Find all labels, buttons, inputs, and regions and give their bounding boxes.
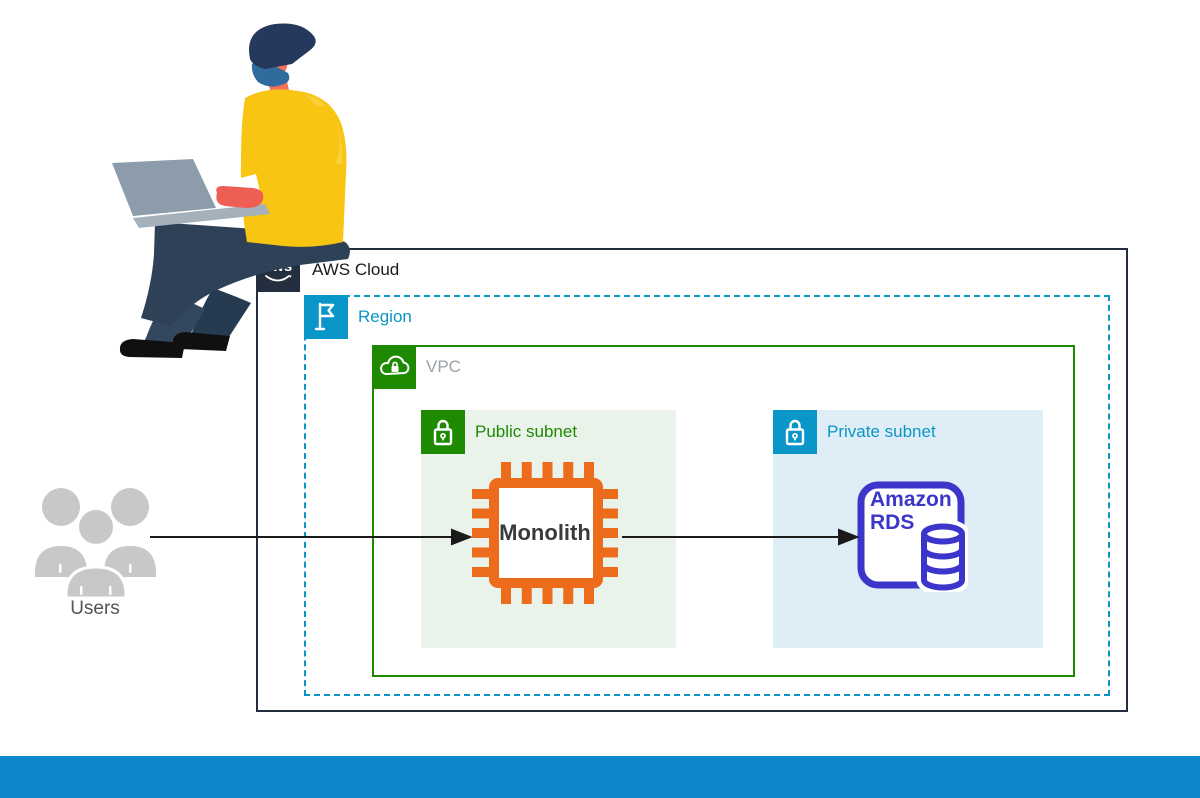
database-icon bbox=[857, 481, 970, 595]
padlock-glyph bbox=[433, 419, 453, 446]
private-subnet-lock-icon bbox=[773, 410, 817, 454]
users-label: Users bbox=[70, 598, 120, 619]
vpc-cloud-lock-icon bbox=[372, 345, 416, 389]
public-subnet-lock-icon bbox=[421, 410, 465, 454]
footer-accent-bar bbox=[0, 756, 1200, 798]
chip-icon bbox=[472, 462, 618, 604]
rds-label: Amazon RDS bbox=[870, 488, 952, 534]
aws-cloud-label: AWS Cloud bbox=[312, 260, 400, 279]
users-icon bbox=[35, 488, 156, 600]
region-flag-icon bbox=[304, 295, 348, 339]
person-on-laptop-illustration bbox=[112, 23, 350, 358]
cloud-lock-glyph bbox=[380, 355, 410, 375]
monolith-node: Monolith bbox=[465, 455, 625, 611]
flag-glyph bbox=[314, 302, 335, 331]
rds-label-line2: RDS bbox=[870, 511, 915, 535]
region-group-box bbox=[304, 295, 1110, 696]
public-subnet-label: Public subnet bbox=[475, 422, 578, 441]
monolith-label: Monolith bbox=[499, 520, 591, 545]
rds-label-line1: Amazon bbox=[870, 488, 952, 511]
vpc-group-box bbox=[372, 345, 1075, 677]
region-label: Region bbox=[358, 307, 412, 326]
rds-node: Amazon RDS bbox=[856, 480, 970, 595]
private-subnet-label: Private subnet bbox=[827, 422, 936, 441]
padlock-glyph bbox=[785, 419, 805, 446]
vpc-label: VPC bbox=[426, 357, 461, 376]
